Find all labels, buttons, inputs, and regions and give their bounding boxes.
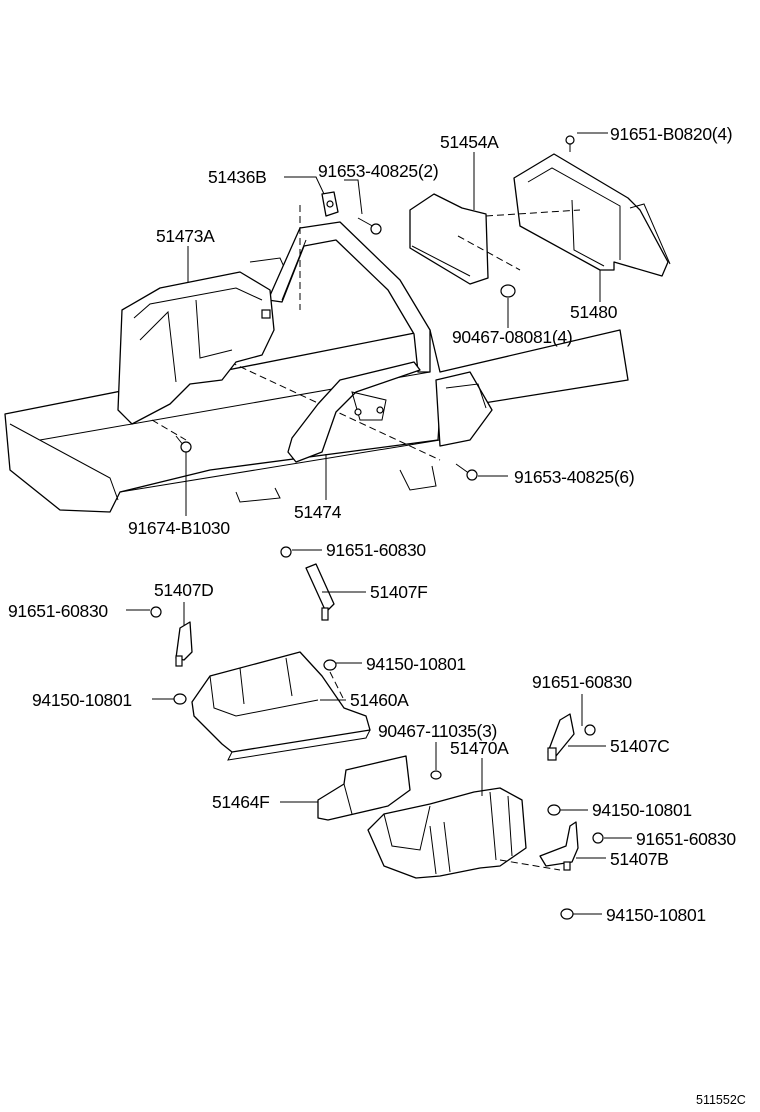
part-51460A <box>191 651 371 761</box>
part-51407F <box>280 546 335 621</box>
label-91651-60830-r2: 91651-60830 <box>636 829 736 849</box>
chassis-frame <box>4 205 629 513</box>
label-94150-10801-mid: 94150-10801 <box>366 654 466 674</box>
part-51454A <box>409 193 521 285</box>
label-94150-10801-r2: 94150-10801 <box>606 905 706 925</box>
label-51454A: 51454A <box>440 132 499 152</box>
label-51470A: 51470A <box>450 738 509 758</box>
label-51480: 51480 <box>570 302 618 322</box>
part-51470A <box>367 770 527 879</box>
label-51407B: 51407B <box>610 849 669 869</box>
nuts-94150-10801-right <box>547 804 574 920</box>
label-51464F: 51464F <box>212 792 270 812</box>
label-91651-B0820: 91651-B0820(4) <box>610 124 732 144</box>
fastener-90467-08081 <box>500 284 516 298</box>
part-labels: 51454A 91651-B0820(4) 51436B 91653-40825… <box>8 124 746 1107</box>
leader-lines <box>126 132 632 915</box>
fastener-91653-40825-6 <box>455 463 478 481</box>
label-51407D: 51407D <box>154 580 214 600</box>
label-94150-10801-r1: 94150-10801 <box>592 800 692 820</box>
assembly-line-right <box>499 859 561 871</box>
part-51407C <box>547 713 596 761</box>
label-91651-60830-right: 91651-60830 <box>532 672 632 692</box>
label-51460A: 51460A <box>350 690 409 710</box>
label-91674-B1030: 91674-B1030 <box>128 518 230 538</box>
label-91653-40825-2: 91653-40825(2) <box>318 161 438 181</box>
label-51473A: 51473A <box>156 226 215 246</box>
label-91651-60830-top: 91651-60830 <box>326 540 426 560</box>
label-94150-10801-left: 94150-10801 <box>32 690 132 710</box>
part-51474 <box>287 361 421 463</box>
part-51464F <box>317 755 411 821</box>
part-51407B <box>539 821 604 871</box>
label-51436B: 51436B <box>208 167 267 187</box>
label-90467-08081: 90467-08081(4) <box>452 327 572 347</box>
part-51473A <box>117 271 275 425</box>
nuts-94150-10801-left <box>173 659 337 705</box>
label-51474: 51474 <box>294 502 342 522</box>
label-90467-11035: 90467-11035(3) <box>378 721 497 741</box>
part-51436B <box>321 191 339 217</box>
fastener-91653-40825-2 <box>357 217 382 235</box>
label-51407C: 51407C <box>610 736 670 756</box>
part-51407D <box>150 606 193 667</box>
fastener-91674-B1030 <box>151 419 192 453</box>
label-91651-60830-left: 91651-60830 <box>8 601 108 621</box>
part-51480 <box>485 135 671 277</box>
label-51407F: 51407F <box>370 582 428 602</box>
figure-id: 511552C <box>696 1093 746 1107</box>
label-91653-40825-6: 91653-40825(6) <box>514 467 634 487</box>
